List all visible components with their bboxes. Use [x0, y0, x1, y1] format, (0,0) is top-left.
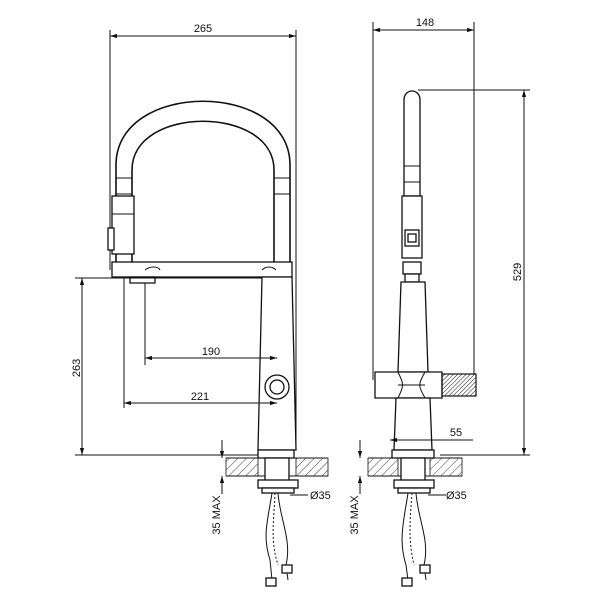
dimension-counter-max-front: 35 MAX [211, 440, 225, 535]
dimension-base-side: 55 [390, 427, 473, 443]
spout-rod-side [401, 90, 423, 283]
dim-label-265: 265 [194, 23, 212, 35]
dimension-total-height-side: 529 [418, 89, 530, 456]
dimension-counter-max-side: 35 MAX [349, 440, 363, 535]
faucet-body-side [374, 281, 477, 459]
faucet-body-front [257, 276, 297, 459]
spout-arc [107, 100, 291, 265]
front-view: 265 [71, 23, 331, 587]
dim-label-148: 148 [416, 17, 434, 29]
dim-label-shank-side: Ø35 [446, 490, 467, 502]
dimension-handle-reach: 221 [123, 277, 277, 408]
dim-label-190: 190 [202, 346, 220, 358]
dim-label-35max-front: 35 MAX [211, 495, 223, 535]
dim-label-35max-side: 35 MAX [349, 495, 361, 535]
dimension-height-front: 263 [71, 277, 262, 456]
dim-label-55: 55 [450, 427, 462, 439]
supply-hoses-side [401, 492, 431, 587]
mounting-shank-side: Ø35 [393, 457, 467, 502]
dimension-depth-side: 148 [372, 17, 475, 380]
mounting-shank-front: Ø35 [257, 457, 331, 502]
countertop-front [225, 457, 329, 477]
dim-label-529: 529 [512, 263, 524, 281]
supply-hoses-front [265, 492, 293, 587]
dim-label-shank-front: Ø35 [310, 490, 331, 502]
dim-label-263: 263 [71, 359, 83, 377]
side-view: 148 529 [349, 17, 530, 587]
dim-label-221: 221 [191, 391, 209, 403]
dimension-spout-reach: 190 [144, 283, 277, 365]
